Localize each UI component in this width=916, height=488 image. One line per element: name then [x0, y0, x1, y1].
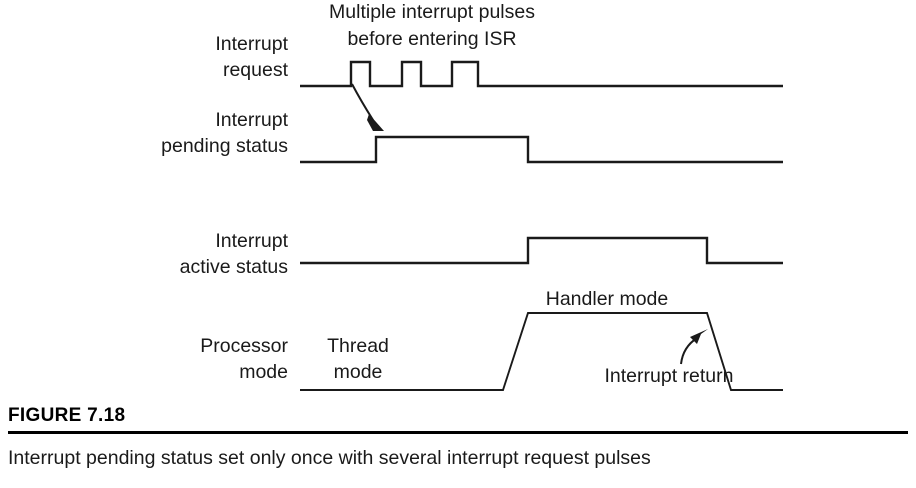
- annotation-thread-mode-line1: Thread: [327, 335, 389, 357]
- annotation-handler-mode: Handler mode: [546, 288, 668, 310]
- multiple-pulses-arrow-curve: [351, 83, 374, 121]
- figure-number: FIGURE 7.18: [8, 405, 126, 426]
- caption-divider: [8, 431, 908, 434]
- multiple-pulses-arrow-head: [367, 114, 384, 131]
- interrupt-return-arrow-head: [690, 329, 708, 344]
- caption-block: FIGURE 7.18 Interrupt pending status set…: [8, 404, 908, 470]
- annotation-multiple-pulses-line1: Multiple interrupt pulses: [329, 1, 535, 23]
- timing-diagram: Interrupt request Interrupt pending stat…: [161, 1, 783, 391]
- signal-label-processor-mode-line2: mode: [239, 361, 288, 383]
- annotation-multiple-pulses-line2: before entering ISR: [347, 28, 516, 50]
- signal-label-processor-mode-line1: Processor: [200, 335, 288, 357]
- figure-caption: Interrupt pending status set only once w…: [8, 446, 651, 469]
- signal-label-interrupt-pending-line2: pending status: [161, 135, 288, 157]
- waveform-processor-mode: [300, 312, 783, 391]
- waveform-interrupt-pending-status: [300, 135, 783, 164]
- signal-label-interrupt-request-line1: Interrupt: [215, 33, 288, 55]
- interrupt-return-arrow-curve: [680, 337, 698, 365]
- signal-label-interrupt-active-line1: Interrupt: [215, 230, 288, 252]
- waveform-interrupt-request: [300, 60, 783, 88]
- signal-label-interrupt-request-line2: request: [223, 59, 289, 81]
- waveform-interrupt-active-status: [300, 236, 783, 265]
- annotation-interrupt-return: Interrupt return: [605, 365, 734, 387]
- annotation-thread-mode-line2: mode: [334, 361, 383, 383]
- signal-label-interrupt-active-line2: active status: [180, 256, 289, 278]
- signal-label-interrupt-pending-line1: Interrupt: [215, 109, 288, 131]
